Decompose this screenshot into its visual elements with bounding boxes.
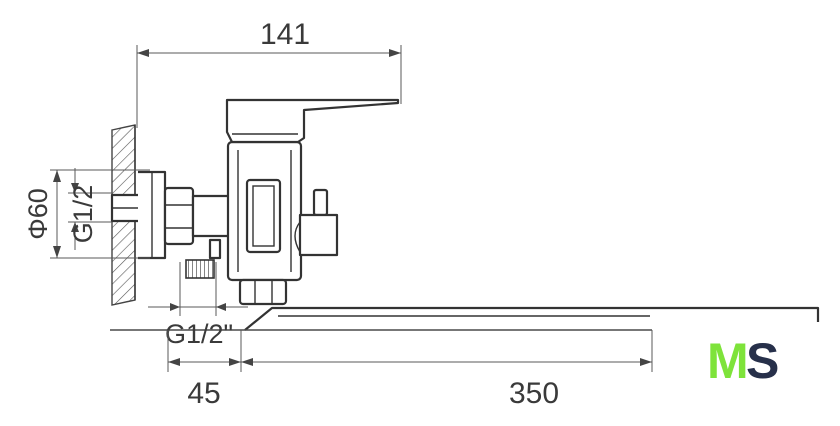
- dimension-g12-wall-label: G1/2: [68, 185, 98, 244]
- flange: [138, 170, 167, 260]
- spout: [110, 306, 820, 331]
- spout-connector: [238, 278, 288, 306]
- dimension-g12-outlet-label: G1/2": [165, 319, 233, 349]
- dimension-g12-outlet: G1/2": [148, 262, 248, 349]
- dimension-141-label: 141: [260, 18, 310, 51]
- brand-logo: M S: [707, 333, 779, 389]
- logo-letter-m: M: [707, 333, 749, 389]
- dimension-bottom: 45 350: [167, 330, 653, 410]
- dimension-phi60-label: Φ60: [23, 188, 53, 240]
- valve-body: [226, 140, 303, 282]
- shower-outlet: [185, 238, 222, 279]
- logo-letter-s: S: [746, 333, 779, 389]
- diverter-knob: [294, 188, 339, 257]
- dimension-45-label: 45: [187, 377, 220, 410]
- lever-handle: [225, 98, 400, 144]
- dimension-phi60: Φ60: [23, 169, 150, 259]
- dimension-g12-wall: G1/2: [68, 168, 112, 250]
- dimension-141: 141: [136, 18, 402, 128]
- dimension-350-label: 350: [509, 377, 559, 410]
